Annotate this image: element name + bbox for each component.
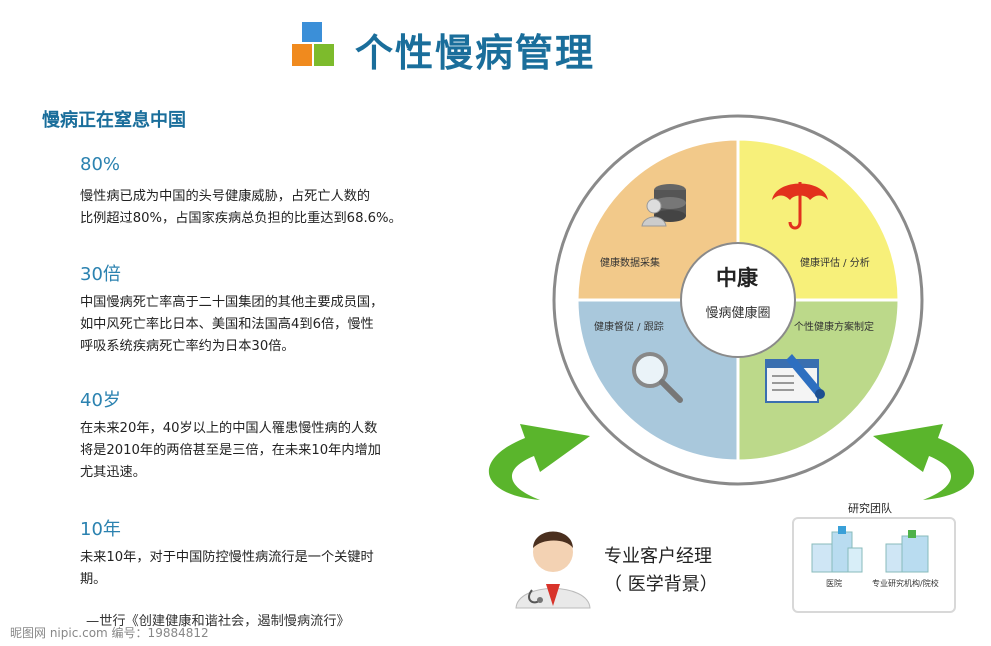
hospital-icon xyxy=(811,526,863,573)
magnifier-icon xyxy=(632,352,683,403)
manager-label: 专业客户经理 xyxy=(604,546,712,567)
stat-description: 在未来20年，40岁以上的中国人罹患慢性病的人数将是2010年的两倍甚至是三倍，… xyxy=(80,421,381,480)
database-user-icon xyxy=(641,184,686,227)
stat-description: 中国慢病死亡率高于二十国集团的其他主要成员国，如中风死亡率比日本、美国和法国高4… xyxy=(80,295,384,354)
umbrella-icon xyxy=(772,182,828,230)
stat-value: 80% xyxy=(80,154,121,175)
quadrant-label-assessment: 健康评估 / 分析 xyxy=(800,258,870,269)
left-cycle-arrow-icon xyxy=(488,424,590,500)
stat-value: 30倍 xyxy=(80,264,121,285)
stat-value: 10年 xyxy=(80,519,121,540)
stat-value: 40岁 xyxy=(80,390,121,411)
source-quote: —世行《创建健康和谐社会，遏制慢病流行》 xyxy=(86,614,350,629)
health-cycle-wheel xyxy=(552,114,924,486)
right-cycle-arrow-icon xyxy=(873,424,975,500)
stat-description: 慢性病已成为中国的头号健康威胁，占死亡人数的比例超过80%，占国家疾病总负担的比… xyxy=(80,189,402,226)
team-label-hospital: 医院 xyxy=(826,579,842,588)
manager-sub-label: （ 医学背景） xyxy=(604,574,718,595)
wheel-center-title: 中康 xyxy=(716,266,758,290)
research-team-title: 研究团队 xyxy=(848,502,892,515)
quadrant-label-data-collection: 健康数据采集 xyxy=(600,258,660,269)
page-title: 个性慢病管理 xyxy=(355,31,596,75)
team-label-institute: 专业研究机构/院校 xyxy=(872,579,939,588)
institute-icon xyxy=(885,530,929,573)
tools-icon xyxy=(765,354,825,403)
quadrant-label-plan: 个性健康方案制定 xyxy=(794,322,874,333)
watermark: 昵图网 nipic.com 编号：19884812 xyxy=(10,626,209,640)
quadrant-label-tracking: 健康督促 / 跟踪 xyxy=(594,322,664,333)
section-heading: 慢病正在窒息中国 xyxy=(42,110,186,131)
doctor-icon xyxy=(515,531,591,609)
stat-description: 未来10年，对于中国防控慢性病流行是一个关键时期。 xyxy=(80,550,374,587)
blocks-logo-icon xyxy=(292,22,334,66)
wheel-center-subtitle: 慢病健康圈 xyxy=(705,306,771,321)
